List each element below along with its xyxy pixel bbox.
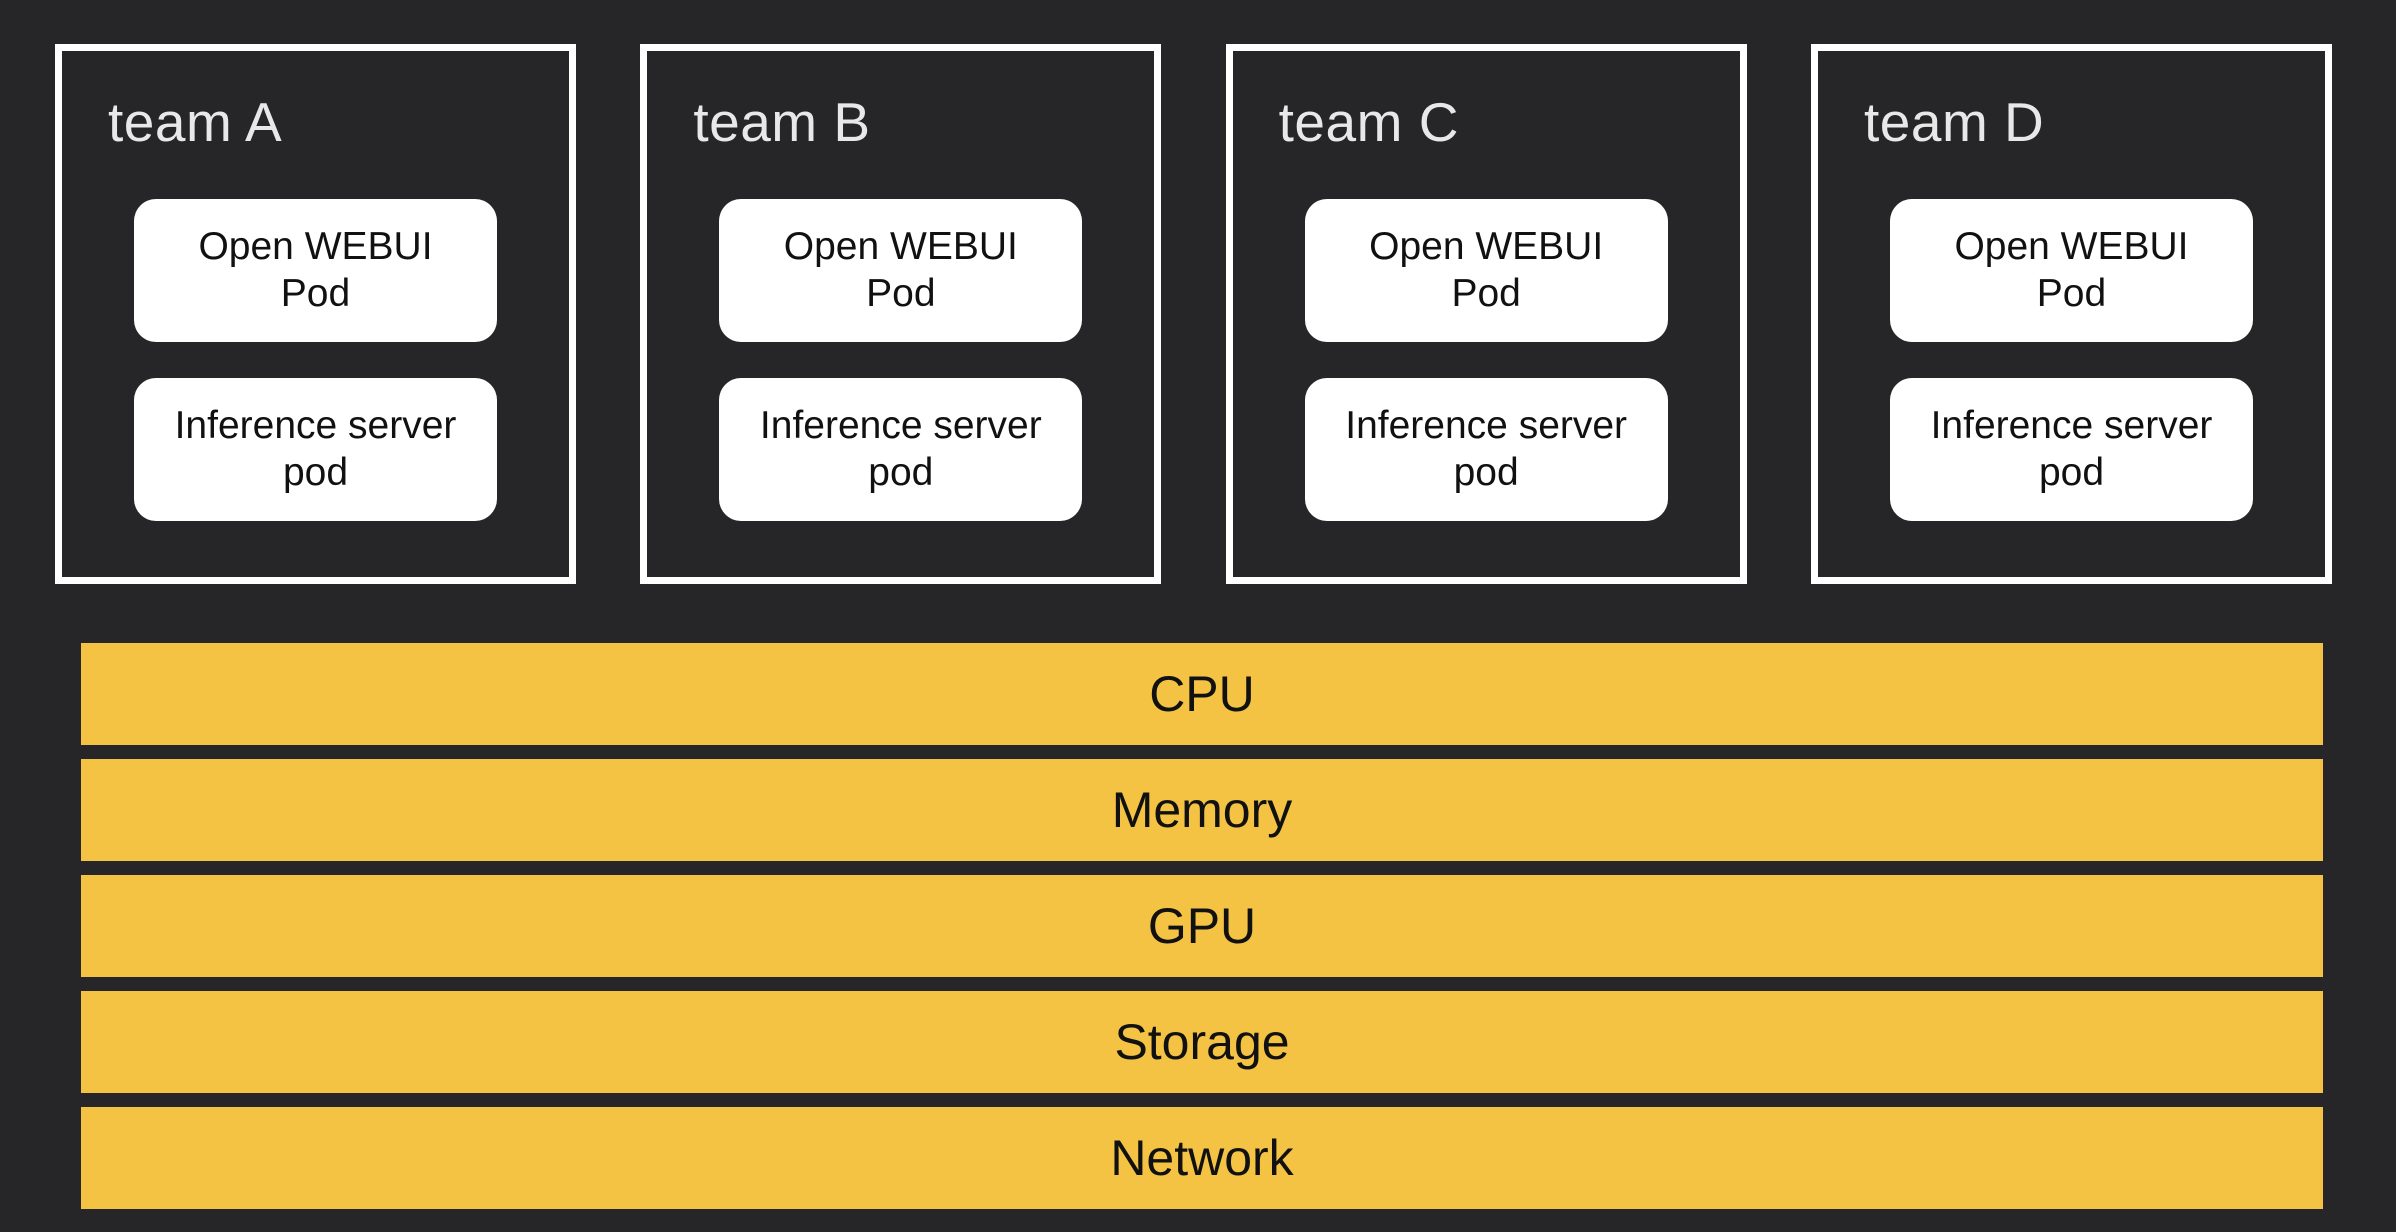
pod-label-line: Inference server — [1930, 404, 2213, 448]
pod-label-line: Pod — [1451, 271, 1521, 315]
pod-label-line: pod — [282, 450, 349, 494]
team-title: team C — [1278, 91, 1459, 153]
team-box-b: team B Open WEBUI Pod Inference server p… — [640, 44, 1162, 584]
team-title: team D — [1863, 91, 2045, 153]
pod-inference-server: Inference server pod — [1889, 378, 2253, 521]
team-title: team B — [693, 91, 871, 153]
pod-label-line: Pod — [866, 271, 936, 315]
team-title: team A — [108, 91, 283, 153]
pod-label-line: Inference server — [1345, 404, 1628, 448]
pod-label-line: Open WEBUI — [1369, 225, 1604, 269]
pod-label-line: Inference server — [174, 404, 457, 448]
resource-bar-storage: Storage — [81, 991, 2323, 1093]
pod-list: Open WEBUI Pod Inference server pod — [1818, 199, 2325, 521]
resource-bar-gpu: GPU — [81, 875, 2323, 977]
resource-bars: CPU Memory GPU Storage Network — [81, 643, 2323, 1209]
teams-row: team A Open WEBUI Pod Inference server p… — [55, 44, 2332, 584]
pod-label-line: Pod — [280, 271, 351, 315]
pod-list: Open WEBUI Pod Inference server pod — [62, 199, 569, 521]
resource-bar-cpu: CPU — [81, 643, 2323, 745]
team-box-a: team A Open WEBUI Pod Inference server p… — [55, 44, 576, 584]
pod-label-line: Inference server — [759, 404, 1042, 448]
pod-label-line: pod — [2038, 450, 2105, 494]
pod-list: Open WEBUI Pod Inference server pod — [1233, 199, 1740, 521]
pod-label-line: pod — [1453, 450, 1519, 494]
team-box-d: team D Open WEBUI Pod Inference server p… — [1810, 44, 2332, 584]
pod-label-line: pod — [868, 450, 934, 494]
pod-inference-server: Inference server pod — [719, 378, 1083, 521]
pod-open-webui: Open WEBUI Pod — [1889, 199, 2253, 342]
pod-open-webui: Open WEBUI Pod — [1304, 199, 1668, 342]
pod-open-webui: Open WEBUI Pod — [134, 199, 497, 342]
pod-inference-server: Inference server pod — [1304, 378, 1668, 521]
pod-inference-server: Inference server pod — [134, 378, 497, 521]
pod-label-line: Pod — [2036, 271, 2107, 315]
pod-list: Open WEBUI Pod Inference server pod — [647, 199, 1154, 521]
pod-open-webui: Open WEBUI Pod — [719, 199, 1083, 342]
pod-label-line: Open WEBUI — [198, 225, 433, 269]
resource-bar-network: Network — [81, 1107, 2323, 1209]
team-box-c: team C Open WEBUI Pod Inference server p… — [1225, 44, 1747, 584]
pod-label-line: Open WEBUI — [1954, 225, 2189, 269]
pod-label-line: Open WEBUI — [783, 225, 1018, 269]
resource-bar-memory: Memory — [81, 759, 2323, 861]
